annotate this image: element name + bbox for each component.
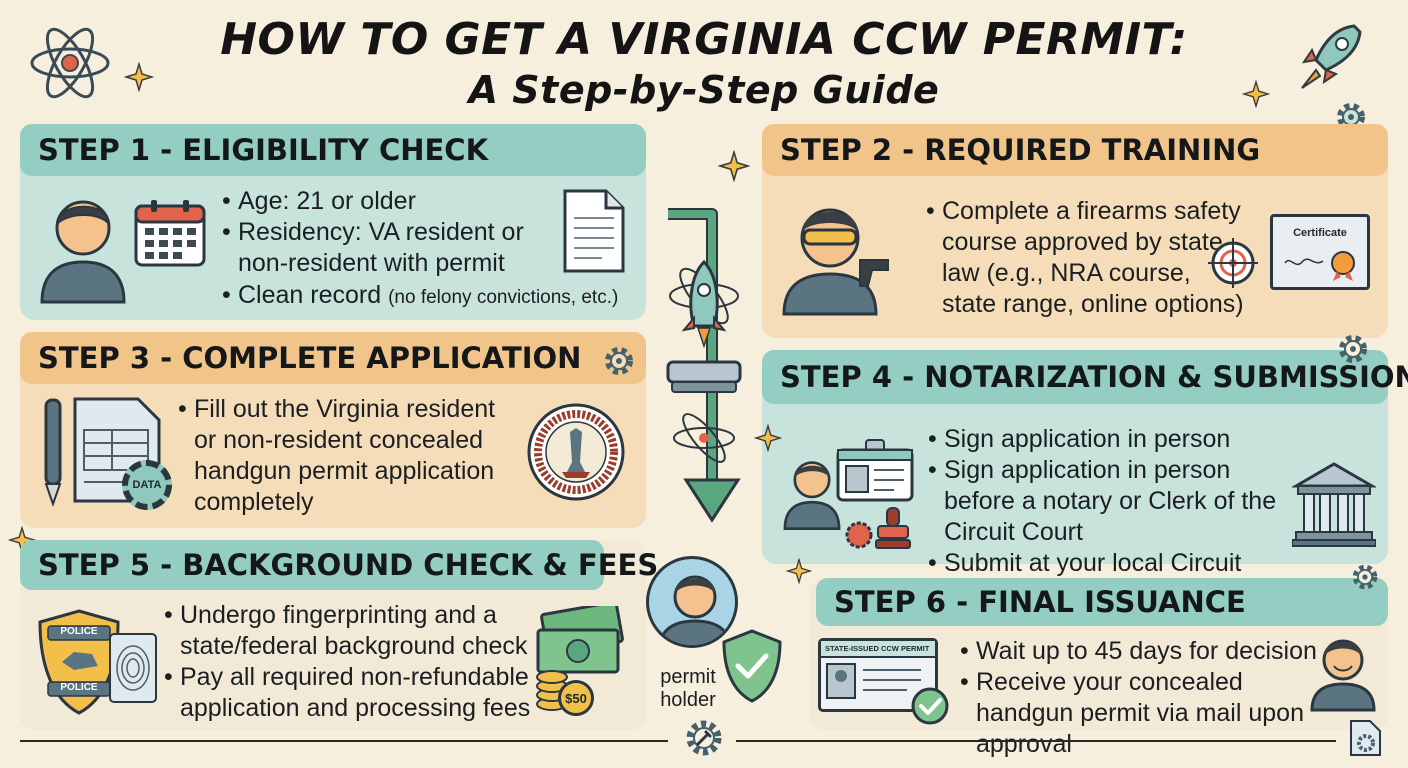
fee-coin: $50 [558,680,594,716]
sparkle-icon [1242,80,1270,108]
permit-card-label: STATE-ISSUED CCW PERMIT [821,641,935,658]
step-4-heading: STEP 4 - NOTARIZATION & SUBMISSION [762,350,1408,404]
list-item: Sign application in person [928,424,1298,455]
page-subtitle: A Step-by-Step Guide [468,68,940,112]
gear-icon [1352,564,1378,590]
person-icon [658,575,732,645]
pen-icon [44,398,62,508]
stamp-icon [875,507,911,549]
certificate-icon: Certificate [1270,214,1370,290]
person-icon [783,461,841,530]
shield-check-icon [722,629,782,703]
badge-label-bottom: POLICE [60,682,98,693]
flow-arrow-icon [666,208,742,523]
list-item: Wait up to 45 days for decision [960,636,1320,667]
step-1-heading: STEP 1 - ELIGIBILITY CHECK [20,124,646,176]
step-5-list: Undergo fingerprinting and a state/feder… [164,600,544,724]
list-item: Age: 21 or older [222,186,562,217]
list-item-note: (no felony convictions, etc.) [388,287,619,308]
step-1-last-item: •Clean record (no felony convictions, et… [222,281,619,309]
footer-divider [736,740,1336,742]
list-item: Complete a firearms safety course approv… [926,196,1248,320]
person-icon [40,200,126,304]
courthouse-icon [1292,462,1376,547]
document-icon [563,189,625,273]
notary-seal-icon [845,521,873,549]
label-line: holder [660,689,716,711]
smiling-person-icon [1310,639,1376,712]
settings-icon [686,720,722,756]
list-item: Undergo fingerprinting and a state/feder… [164,600,544,662]
police-badge-icon [38,609,120,715]
list-item: Residency: VA resident or non-resident w… [222,217,562,279]
id-card-icon [836,439,914,502]
data-label: DATA [132,479,162,491]
step-4-list: Sign application in person Sign applicat… [928,424,1298,610]
document-settings-icon [1350,720,1381,756]
atom-icon [30,27,110,99]
fee-label: $50 [565,690,587,706]
calendar-icon [134,200,206,267]
page-title: HOW TO GET A VIRGINIA CCW PERMIT: [220,14,1188,65]
list-item: Pay all required non-refundable applicat… [164,662,544,724]
list-item: Fill out the Virginia resident or non-re… [178,394,518,518]
list-item: Sign application in person before a nota… [928,455,1298,548]
permit-holder-label: permit holder [646,666,730,712]
step-3-heading: STEP 3 - COMPLETE APPLICATION [20,332,646,384]
step-3-list: Fill out the Virginia resident or non-re… [178,394,518,518]
target-icon [1208,238,1258,288]
gear-icon [1337,103,1365,131]
step-1-list: Age: 21 or older Residency: VA resident … [222,186,562,279]
step-5-heading: STEP 5 - BACKGROUND CHECK & FEES [20,540,658,590]
list-item-text: Clean record [238,281,382,309]
state-seal-icon [527,403,625,501]
certificate-label: Certificate [1293,227,1347,239]
data-gear-icon: DATA [122,460,172,510]
check-circle-icon [911,687,949,725]
gear-icon [605,347,633,375]
label-line: permit [660,666,716,688]
sparkle-icon [754,424,782,452]
permit-card-icon: STATE-ISSUED CCW PERMIT [818,638,938,712]
step-2-heading: STEP 2 - REQUIRED TRAINING [762,124,1388,176]
step-6-list: Wait up to 45 days for decision Receive … [960,636,1320,760]
list-item: Receive your concealed handgun permit vi… [960,667,1320,760]
footer-divider [20,740,668,742]
sparkle-icon [124,62,154,92]
person-with-goggles-icon [782,208,889,316]
sparkle-icon [718,150,750,182]
fingerprint-icon [109,633,157,703]
sparkle-icon [786,558,812,584]
step-6-heading: STEP 6 - FINAL ISSUANCE [816,578,1388,626]
step-2-list: Complete a firearms safety course approv… [926,196,1248,320]
permit-holder-avatar [646,556,738,648]
money-icon [536,606,624,674]
gear-icon [1339,335,1367,363]
rocket-icon [1301,24,1362,89]
badge-label-top: POLICE [60,626,98,637]
